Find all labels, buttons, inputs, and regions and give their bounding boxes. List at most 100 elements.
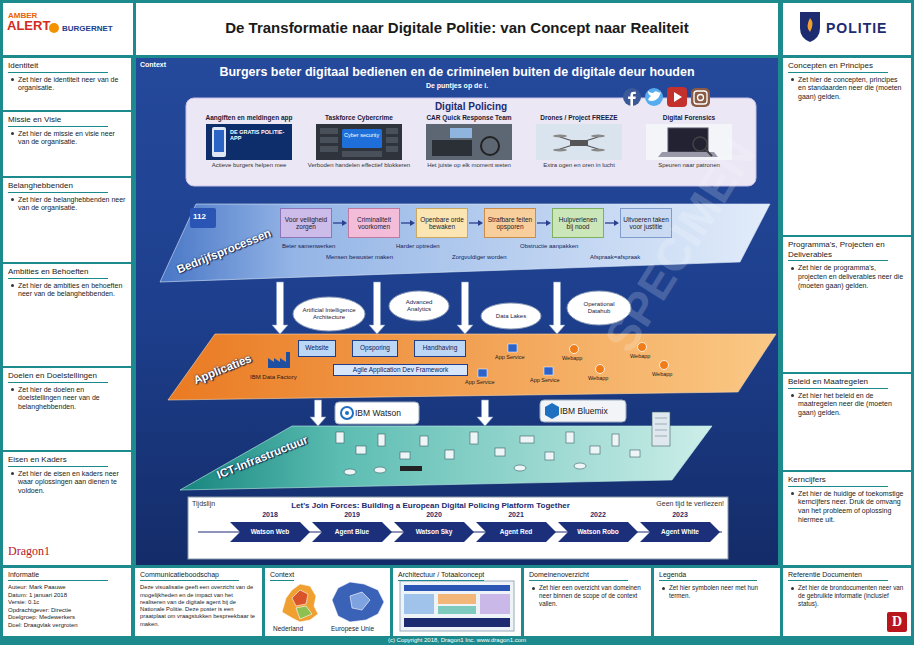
panel-text: Zet hier de eisen en kaders neer waar op… [8, 470, 126, 496]
icon-label: App Service [495, 354, 525, 360]
ellipse-text: Data Lakes [496, 313, 526, 320]
application-box: Handhaving [414, 340, 466, 357]
timeline-name: Watson Web [240, 528, 300, 535]
layer-band: ICT-Infrastructuur [180, 426, 712, 490]
timeline-chevron: 2021Agent Red [476, 511, 556, 545]
timeline-year: 2019 [312, 511, 392, 519]
connector-arrow [549, 282, 565, 334]
block-arrow [457, 282, 473, 334]
timeline-chevron: 2018Watson Web [230, 511, 310, 545]
logo-text: ALERT [7, 19, 50, 34]
platform-text: IBM Bluemix [560, 406, 608, 416]
arrow-head [410, 220, 415, 226]
ellipse-text: Advanced Analytics [397, 299, 441, 313]
ellipse-shape [481, 303, 541, 329]
band-label: Bedrijfsprocessen [175, 227, 273, 277]
panel-text: Auteur: Mark Paauwe [8, 584, 126, 592]
process-note: Zorgvuldiger worden [452, 254, 507, 261]
connector-arrow [457, 282, 473, 334]
panel-heading: Referentie Documenten [788, 571, 888, 581]
process-text: Hulpverlenen bij nood [555, 216, 601, 231]
process-text: Voor veiligheid zorgen [283, 216, 329, 231]
panel-text: Zet hier de missie en visie neer van de … [8, 130, 126, 148]
text-panel: Architectuur / Totaalconcept [393, 568, 521, 636]
text-panel: Digital PolicingAangiften en meldingen a… [186, 98, 756, 186]
connector-arrow [310, 400, 326, 426]
chevron-shape [476, 522, 556, 542]
timeline-name: Watson Sky [404, 528, 464, 535]
icon-text: 112 [193, 212, 206, 221]
item-title: Aangiften en meldingen app [196, 114, 302, 122]
timeline-chevron: 2019Agent Blue [312, 511, 392, 545]
timeline-name: Agent Red [486, 528, 546, 535]
ellipse-text: Artificial Intelligence Architecture [301, 307, 357, 321]
arrow-head [342, 220, 347, 226]
panel-heading: Eisen en Kaders [8, 455, 108, 467]
icon-label: Webapp [652, 371, 672, 377]
ellipse-shape [389, 291, 449, 321]
panel-heading: Concepten en Principes [788, 61, 888, 73]
application-box: Opsporing [352, 340, 398, 357]
timeline-chevron: 2020Watson Sky [394, 511, 474, 545]
text-panel: TijdslijnLet's Join Forces: Building a E… [188, 497, 728, 559]
connector-arrow [477, 400, 493, 426]
connector-arrow [369, 282, 385, 334]
item-caption: Speuren naar patronen [636, 162, 742, 169]
info-panel: Programma's, Projecten en DeliverablesZe… [783, 237, 911, 372]
policing-item: Taskforce CybercrimeVerboden handelen ef… [306, 114, 412, 186]
icon-label: Webapp [562, 355, 582, 361]
item-title: Taskforce Cybercrime [306, 114, 412, 122]
panel-text: Burgers beter digitaal bedienen en de cr… [136, 65, 778, 80]
process-box: Hulpverlenen bij nood [552, 208, 604, 238]
platform-box: IBM Bluemix [540, 400, 626, 422]
timeline-name: Watson Robo [568, 528, 628, 535]
block-arrow [477, 400, 493, 426]
item-title: CAR Quick Response Team [416, 114, 522, 122]
arrow-head [614, 220, 619, 226]
item-title: Digital Forensics [636, 114, 742, 122]
process-note: Mensen bewuster maken [326, 254, 393, 261]
panel-heading: Identiteit [8, 61, 108, 73]
timeline-name: Agent Blue [322, 528, 382, 535]
process-note: Obstructie aanpakken [520, 243, 578, 250]
process-note: Harder optreden [396, 243, 440, 250]
item-caption: Verboden handelen effectief blokkeren [306, 162, 412, 169]
ellipse-shape [293, 297, 365, 331]
panel-text: Zet hier een overzicht van domeinen neer… [529, 584, 646, 608]
panel-heading: Programma's, Projecten en Deliverables [788, 240, 888, 261]
process-text: Strafbare feiten opsporen [487, 216, 533, 231]
band-label: ICT-Infrastructuur [214, 433, 309, 482]
panel-text: Opdrachtgever: Directie [8, 607, 126, 615]
panel-text: Zet hier de brondocumenten neer van de g… [788, 584, 906, 608]
info-panel: Ambities en BehoeftenZet hier de ambitie… [3, 264, 131, 366]
process-text: Uitvoeren taken voor justitie [623, 216, 669, 231]
concept-ellipse: Data Lakes [480, 302, 542, 330]
platform-text: IBM Watson [355, 408, 401, 418]
panel-text: Geen tijd te verliezen! [638, 500, 724, 508]
info-panel: Referentie DocumentenZet hier de brondoc… [783, 568, 911, 636]
connector-line [401, 222, 410, 223]
ellipse-text: Operational Datahub [575, 301, 623, 315]
panel-text: De puntjes op de i. [136, 82, 778, 90]
ellipse-shape [567, 291, 631, 325]
panel-heading: Doelen en Doelstellingen [8, 371, 108, 383]
icon-label: Webapp [588, 375, 608, 381]
application-text: Agile Application Dev Framework [353, 367, 448, 374]
connector-arrow [401, 220, 415, 226]
panel-heading: Ambities en Behoeften [8, 267, 108, 279]
info-panel: InformatieAuteur: Mark PaauweDatum: 1 ja… [3, 568, 131, 636]
panel-text: Zet hier de programma's, projecten en de… [788, 264, 906, 290]
application-text: Handhaving [423, 345, 458, 352]
block-arrow [549, 282, 565, 334]
panel-heading: Legenda [659, 571, 757, 581]
policing-item: CAR Quick Response TeamHet juiste op elk… [416, 114, 522, 186]
panel-text: Zet hier de ambities en behoeften neer v… [8, 282, 126, 300]
chevron-shape [394, 522, 474, 542]
logo-text: BURGERNET [62, 24, 113, 33]
info-panel: IdentiteitZet hier de identiteit neer va… [3, 58, 131, 110]
panel-text: Doel: Draagvlak vergroten [8, 622, 126, 630]
arrow-head [546, 220, 551, 226]
panel-text: Zet hier symbolen neer met hun termen. [659, 584, 775, 600]
application-text: Website [305, 345, 328, 352]
application-box: Website [298, 340, 336, 357]
